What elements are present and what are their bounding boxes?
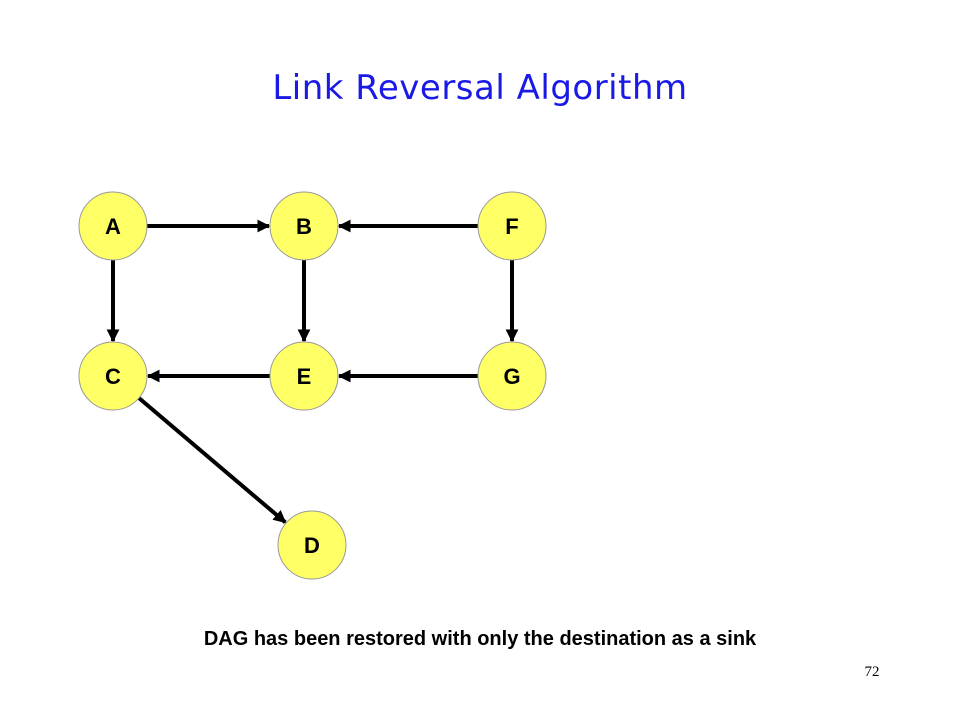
node-label: F xyxy=(505,214,518,239)
node-label: E xyxy=(297,364,312,389)
node-label: B xyxy=(296,214,312,239)
node-circle xyxy=(78,341,148,411)
slide-title: Link Reversal Algorithm xyxy=(272,68,688,108)
node-b: B xyxy=(269,191,339,261)
node-circle xyxy=(269,191,339,261)
node-label: A xyxy=(105,214,121,239)
node-f: F xyxy=(477,191,547,261)
node-d: D xyxy=(277,510,347,580)
node-circle xyxy=(477,341,547,411)
node-g: G xyxy=(477,341,547,411)
node-circle xyxy=(477,191,547,261)
node-a: A xyxy=(78,191,148,261)
node-circle xyxy=(78,191,148,261)
node-label: C xyxy=(105,364,121,389)
edges-layer xyxy=(106,219,519,524)
node-circle xyxy=(277,510,347,580)
slide-number: 72 xyxy=(864,664,880,680)
nodes-layer: A B F C E G D xyxy=(78,191,547,580)
node-label: D xyxy=(304,533,320,558)
node-label: G xyxy=(503,364,520,389)
node-circle xyxy=(269,341,339,411)
node-c: C xyxy=(78,341,148,411)
edge-c-to-d xyxy=(137,396,287,524)
node-e: E xyxy=(269,341,339,411)
caption: DAG has been restored with only the dest… xyxy=(203,628,757,650)
